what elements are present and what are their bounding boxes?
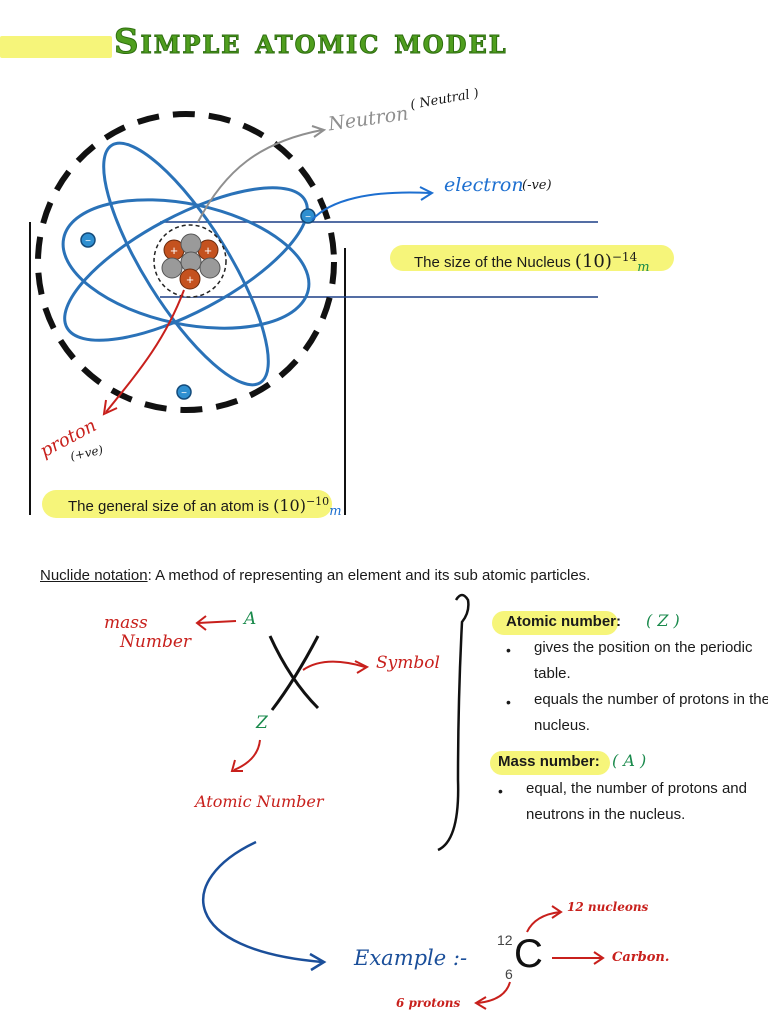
nuclide-x-stroke-1 <box>268 635 320 710</box>
symbol-A: A <box>244 609 257 629</box>
mass-label-1: mass <box>104 613 148 633</box>
atomic-number-heading: Atomic number: <box>506 613 622 630</box>
orbit-2 <box>63 186 309 342</box>
example-arrow <box>202 840 323 964</box>
nucleus: + + + <box>153 224 227 298</box>
carbon-atomic: 6 <box>505 966 513 982</box>
electron-bottom <box>176 384 192 400</box>
symbol-label: Symbol <box>376 653 440 673</box>
mass-label-2: Number <box>120 632 192 652</box>
nuclide-x-stroke-2 <box>270 635 320 711</box>
mass-number-symbol: ( A ) <box>612 751 647 770</box>
carbon-protons: 6 protons <box>396 996 461 1010</box>
atomic-bullet-2-cont: nucleus. <box>534 717 590 734</box>
atom-size-highlight <box>42 490 332 518</box>
example-label: Example :- <box>354 946 468 970</box>
carbon-symbol: C <box>514 932 543 976</box>
atomic-number-symbol: ( Z ) <box>646 611 680 630</box>
mass-number-heading: Mass number: <box>498 753 600 770</box>
atom-size-text: The general size of an atom is (10)−10m <box>68 495 342 519</box>
mass-bullet-1: equal, the number of protons and <box>526 780 747 797</box>
atomic-number-label: Atomic Number <box>195 792 324 811</box>
symbol-Z: Z <box>256 713 268 733</box>
electron-label: electron <box>444 174 524 196</box>
electron-charge-label: (-ve) <box>522 178 552 193</box>
electron-arrow <box>311 191 431 221</box>
carbon-nucleons: 12 nucleons <box>567 900 649 914</box>
nucleus-size-highlight <box>390 245 674 271</box>
mass-bullet-1-cont: neutrons in the nucleus. <box>526 806 686 823</box>
title-highlight <box>0 36 112 58</box>
orbits <box>61 141 311 387</box>
proton-arrow <box>105 289 185 413</box>
carbon-mass: 12 <box>497 932 513 948</box>
electrons: − − − <box>80 208 316 400</box>
neutron-arrow <box>197 129 323 223</box>
electron-left <box>80 232 96 248</box>
page-title: Simple atomic model <box>114 22 508 63</box>
svg-text:−: − <box>181 388 187 399</box>
carbon-name: Carbon. <box>612 950 670 965</box>
orbit-3 <box>102 141 270 387</box>
brace <box>437 593 470 852</box>
atomic-number-highlight <box>492 611 618 635</box>
svg-text:+: + <box>186 272 194 287</box>
svg-text:−: − <box>85 236 91 247</box>
nucleus-size-text: The size of the Nucleus (10)−14m <box>414 250 650 275</box>
svg-text:+: + <box>204 243 212 258</box>
svg-text:−: − <box>305 212 311 223</box>
atomic-bullet-1: gives the position on the periodic <box>534 639 753 656</box>
mass-number-highlight <box>490 751 610 775</box>
nuclide-definition: Nuclide notation: A method of representi… <box>40 567 591 584</box>
svg-text:+: + <box>170 243 178 258</box>
atomic-bullet-2: equals the number of protons in the <box>534 691 768 708</box>
atom-boundary <box>35 111 337 413</box>
nuclide-heading: Nuclide notation <box>40 567 148 584</box>
atomic-bullet-1-cont: table. <box>534 665 571 682</box>
